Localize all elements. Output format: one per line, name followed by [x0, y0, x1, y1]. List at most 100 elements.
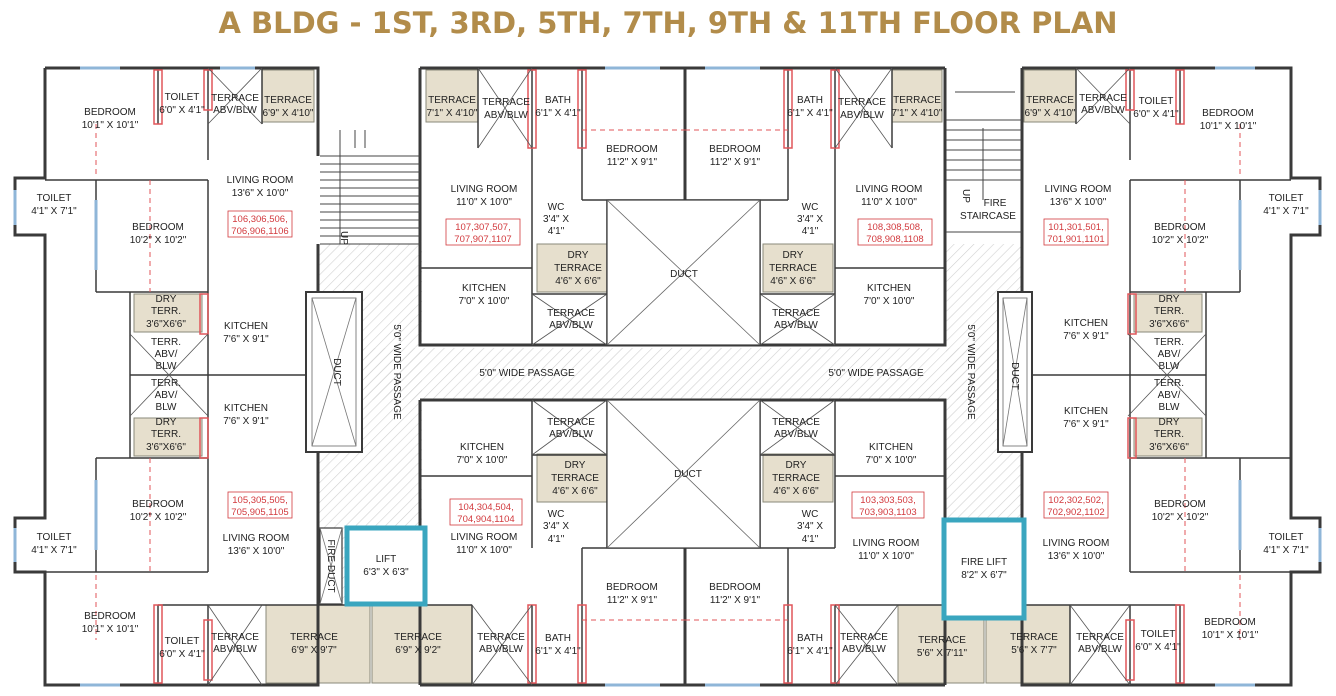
room-size: TERR.	[151, 306, 181, 317]
room-size: 4'6" X 6'6"	[770, 276, 816, 287]
room-name: TERRACE	[477, 632, 525, 643]
room-name: BEDROOM	[1204, 617, 1256, 628]
room-size: TERR.	[1154, 429, 1184, 440]
room-name: KITCHEN	[224, 321, 268, 332]
unit-numbers: 106,306,506, 706,906,1106 107,307,507, 7…	[231, 214, 1104, 525]
room-labels: BEDROOM 10'1" X 10'1" TOILET 6'0" X 4'1"…	[31, 92, 1309, 660]
room-size: STAIRCASE	[960, 211, 1016, 222]
room-size: 7'6" X 9'1"	[1063, 419, 1109, 430]
room-size: 13'6" X 10'0"	[1048, 551, 1105, 562]
room-size: ABV/BLW	[213, 105, 257, 116]
room-size: 5'6" X 7'11"	[917, 648, 968, 659]
room-name: TERRACE	[772, 417, 820, 428]
room-name: KITCHEN	[1064, 406, 1108, 417]
room-name: BEDROOM	[606, 582, 658, 593]
room-name: TERRACE	[211, 632, 259, 643]
room-size: 3'6"X6'6"	[1149, 319, 1189, 330]
room-name: BEDROOM	[132, 499, 184, 510]
room-name: KITCHEN	[1064, 318, 1108, 329]
room-size: 13'6" X 10'0"	[228, 546, 285, 557]
room-size: BLW	[1159, 361, 1180, 372]
room-name: BEDROOM	[84, 107, 136, 118]
room-name: LIVING ROOM	[1045, 184, 1112, 195]
room-size: 7'1" X 4'10"	[427, 108, 478, 119]
room-name: WC	[548, 509, 565, 520]
room-size: 11'2" X 9'1"	[710, 157, 761, 168]
room-size: 7'0" X 10'0"	[459, 296, 510, 307]
room-name: KITCHEN	[224, 403, 268, 414]
room-name: TOILET	[1141, 629, 1176, 640]
room-name: WC	[802, 509, 819, 520]
stair-up-label: UP	[960, 189, 971, 203]
room-name: TERRACE	[1010, 632, 1058, 643]
unit-number: 101,301,501,	[1048, 222, 1103, 233]
room-name: KITCHEN	[460, 442, 504, 453]
terrace-fills	[133, 69, 1203, 684]
room-size: 7'0" X 10'0"	[866, 455, 917, 466]
room-size: 6'9" X 4'10"	[1025, 108, 1076, 119]
room-name: LIVING ROOM	[227, 175, 294, 186]
room-name: TOILET	[165, 636, 200, 647]
room-size: 4'1"	[802, 226, 819, 237]
room-size: 8'2" X 6'7"	[961, 570, 1007, 581]
room-name: BATH	[797, 633, 823, 644]
room-size: 4'1"	[548, 226, 565, 237]
room-size: 11'0" X 10'0"	[858, 551, 914, 562]
room-name: DRY	[783, 250, 804, 261]
room-size: 11'0" X 10'0"	[456, 197, 512, 208]
room-name: TERRACE	[547, 308, 595, 319]
room-name: TERRACE	[211, 93, 259, 104]
room-name: WC	[548, 202, 565, 213]
unit-number: 704,904,1104	[457, 514, 514, 525]
room-size: 5'6" X 7'7"	[1011, 645, 1057, 656]
room-size: 6'0" X 4'1"	[1135, 642, 1181, 653]
room-size: 10'1" X 10'1"	[82, 624, 139, 635]
room-name: DRY	[565, 460, 586, 471]
unit-number: 108,308,508,	[867, 222, 922, 233]
room-name: TERRACE	[1026, 95, 1074, 106]
room-size: 6'1" X 4'1"	[535, 108, 581, 119]
room-size: 4'1" X 7'1"	[31, 545, 77, 556]
room-name: LIVING ROOM	[853, 538, 920, 549]
room-name: DRY	[568, 250, 589, 261]
room-name: TOILET	[37, 193, 72, 204]
unit-number: 102,302,502,	[1048, 495, 1103, 506]
room-size: BLW	[156, 361, 177, 372]
dashed-lines	[95, 124, 1241, 640]
room-name: BEDROOM	[709, 582, 761, 593]
room-name: TERRACE	[1079, 93, 1127, 104]
room-size: 4'6" X 6'6"	[555, 276, 601, 287]
room-name: FIRE	[984, 198, 1007, 209]
room-name: BEDROOM	[132, 222, 184, 233]
room-size: 10'1" X 10'1"	[1200, 121, 1257, 132]
room-size: 3'4" X	[543, 521, 569, 532]
room-name: TERR.	[1154, 378, 1184, 389]
staircase-right	[946, 91, 1022, 233]
passage-label: 5'0" WIDE PASSAGE	[391, 324, 402, 420]
room-size: 3'6"X6'6"	[146, 319, 186, 330]
room-name: TOILET	[37, 532, 72, 543]
room-name: FIRE LIFT	[961, 557, 1007, 568]
room-name: DRY	[1159, 417, 1180, 428]
page-title: A BLDG - 1ST, 3RD, 5TH, 7TH, 9TH & 11TH …	[218, 6, 1118, 40]
room-size: 6'0" X 4'1"	[1133, 109, 1179, 120]
room-name: TERR.	[151, 378, 181, 389]
room-name: LIFT	[376, 554, 397, 565]
room-name: BEDROOM	[84, 611, 136, 622]
room-name: DRY	[156, 417, 177, 428]
room-size: 3'4" X	[797, 521, 823, 532]
room-size: 11'2" X 9'1"	[710, 595, 761, 606]
passage-label: 5'0" WIDE PASSAGE	[828, 368, 924, 379]
room-size: 4'1"	[548, 534, 565, 545]
room-name: TERRACE	[290, 632, 338, 643]
room-size: 6'9" X 9'7"	[291, 645, 337, 656]
room-name: TOILET	[1269, 532, 1304, 543]
room-name: BATH	[797, 95, 823, 106]
room-size: 6'1" X 4'1"	[535, 646, 581, 657]
room-size: 4'6" X 6'6"	[773, 486, 819, 497]
room-size: ABV/BLW	[484, 110, 528, 121]
unit-number: 708,908,1108	[866, 234, 923, 245]
room-size: 3'4" X	[797, 214, 823, 225]
room-size: 6'3" X 6'3"	[363, 567, 409, 578]
